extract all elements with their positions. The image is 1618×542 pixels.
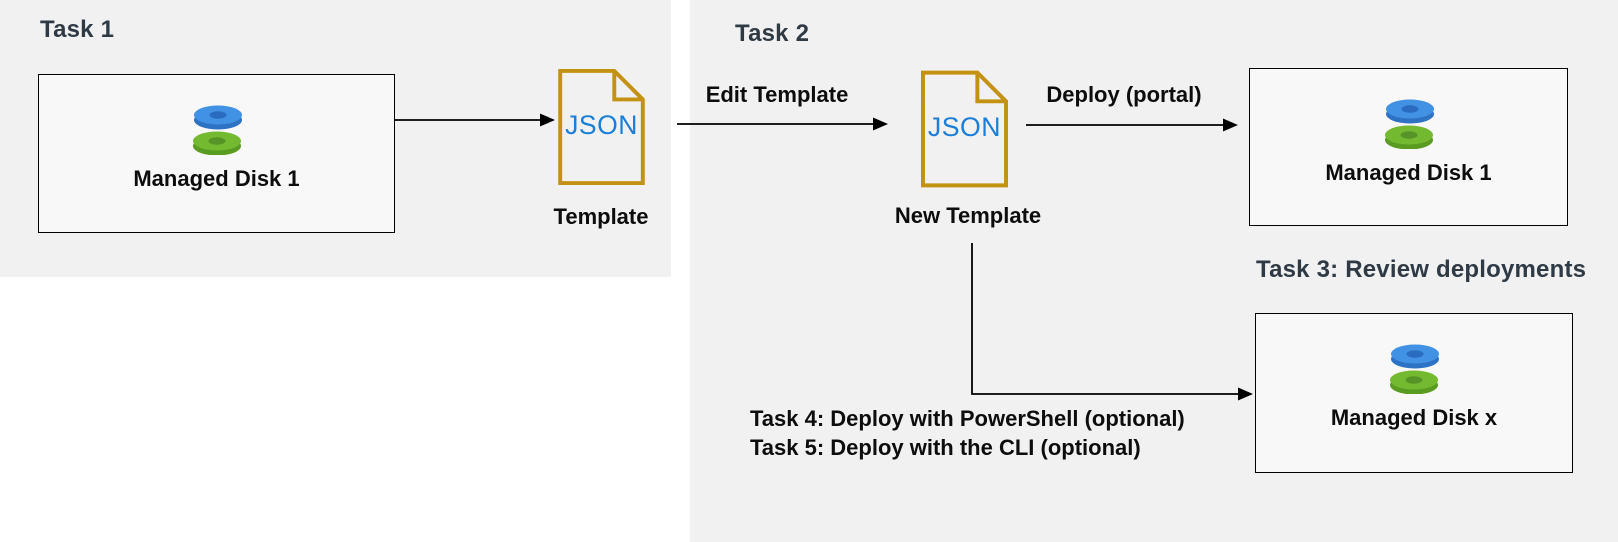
managed-disk-icon xyxy=(1384,99,1434,149)
template-label: Template xyxy=(553,204,649,229)
json-template-file-icon: JSON xyxy=(558,68,645,186)
edit-template-label: Edit Template xyxy=(705,82,849,107)
managed-disk-x-box: Managed Disk x xyxy=(1255,313,1573,473)
json-new-template-file-icon: JSON xyxy=(920,70,1009,188)
new-template-label: New Template xyxy=(894,203,1042,228)
deploy-portal-label: Deploy (portal) xyxy=(1046,82,1202,107)
task1-heading: Task 1 xyxy=(40,16,115,43)
task2-heading: Task 2 xyxy=(735,20,810,47)
managed-disk-icon xyxy=(1390,344,1439,394)
optional-tasks-notes: Task 4: Deploy with PowerShell (optional… xyxy=(750,404,1185,462)
task3-heading: Task 3: Review deployments xyxy=(1256,256,1587,283)
managed-disk-label: Managed Disk 1 xyxy=(133,166,300,191)
task5-note: Task 5: Deploy with the CLI (optional) xyxy=(750,435,1141,460)
json-badge: JSON xyxy=(565,110,638,140)
managed-disk-1-deployed-box: Managed Disk 1 xyxy=(1249,68,1568,226)
managed-disk-label: Managed Disk x xyxy=(1330,405,1498,430)
managed-disk-icon xyxy=(192,105,242,155)
managed-disk-label: Managed Disk 1 xyxy=(1325,160,1492,185)
managed-disk-1-source-box: Managed Disk 1 xyxy=(38,74,395,233)
task4-note: Task 4: Deploy with PowerShell (optional… xyxy=(750,406,1185,431)
json-badge: JSON xyxy=(928,112,1001,142)
